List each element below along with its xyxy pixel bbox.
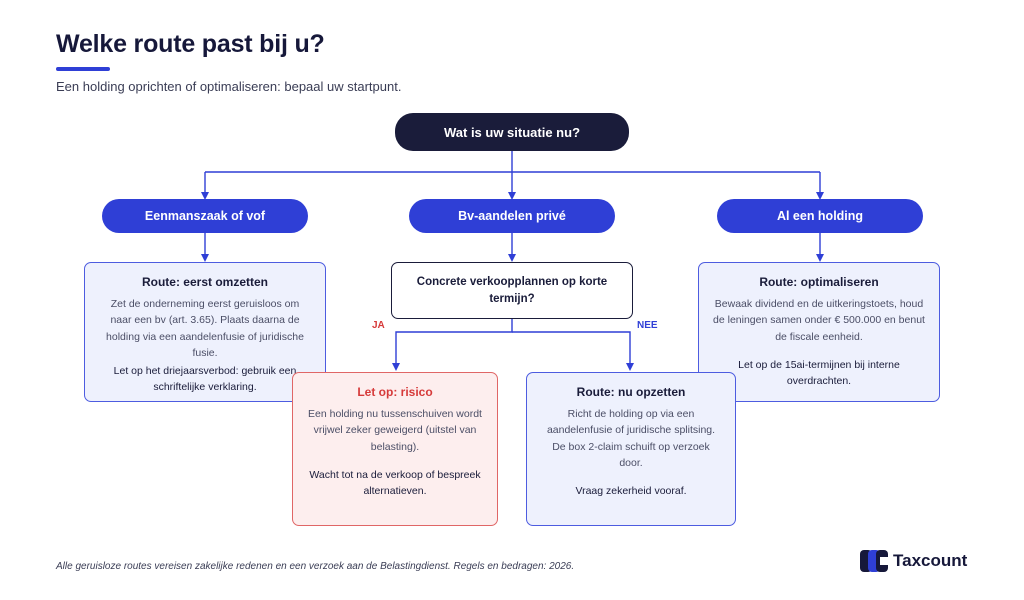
decision-question: Concrete verkoopplannen op korte termijn… <box>391 262 633 319</box>
footnote: Alle geruisloze routes vereisen zakelijk… <box>56 561 575 572</box>
route-box-nu-opzetten: Route: nu opzetten Richt de holding op v… <box>526 372 736 526</box>
decision-question-label: Concrete verkoopplannen op korte termijn… <box>416 275 608 305</box>
route-box-optimaliseren: Route: optimaliseren Bewaak dividend en … <box>698 262 940 402</box>
connector-question-to-no <box>512 331 634 371</box>
branch-label-no: NEE <box>637 320 658 331</box>
branch-pill-bv-aandelen: Bv-aandelen privé <box>409 199 615 233</box>
connector-question-split <box>392 319 513 371</box>
taxcount-logo-icon <box>860 550 888 572</box>
page-subtitle: Een holding oprichten of optimaliseren: … <box>56 79 402 94</box>
root-question-label: Wat is uw situatie nu? <box>443 124 581 140</box>
route-box-body: Bewaak dividend en de uitkeringstoets, h… <box>713 298 925 343</box>
brand-name: Taxcount <box>893 551 968 570</box>
route-box-note: Let op het driejaarsverbod: gebruik een … <box>113 365 297 394</box>
branch-pill-label: Bv-aandelen privé <box>458 209 566 223</box>
route-box-title: Route: optimaliseren <box>759 275 879 289</box>
route-box-eerst-omzetten: Route: eerst omzetten Zet de onderneming… <box>84 262 326 402</box>
route-box-note: Vraag zekerheid vooraf. <box>575 485 687 498</box>
risk-box-note: Wacht tot na de verkoop of bespreek alte… <box>309 468 481 498</box>
route-box-note: Let op de 15ai-termijnen bij interne ove… <box>738 358 900 388</box>
branch-pill-label: Al een holding <box>776 209 864 223</box>
root-question: Wat is uw situatie nu? <box>395 113 629 151</box>
title-underline <box>56 67 110 71</box>
route-box-title: Route: nu opzetten <box>576 385 686 399</box>
risk-box-title: Let op: risico <box>357 385 433 399</box>
branch-pill-holding: Al een holding <box>717 199 923 233</box>
branch-pill-label: Eenmanszaak of vof <box>144 209 266 223</box>
page-title: Welke route past bij u? <box>56 30 325 58</box>
route-box-body: Zet de onderneming eerst geruisloos om n… <box>106 298 304 359</box>
brand-logo: Taxcount <box>860 550 967 572</box>
branch-pill-eenmanszaak: Eenmanszaak of vof <box>102 199 308 233</box>
risk-box-body: Een holding nu tussenschuiven wordt vrij… <box>308 408 482 453</box>
route-box-body: Richt de holding op via een aandelenfusi… <box>546 408 716 469</box>
route-box-title: Route: eerst omzetten <box>141 275 269 289</box>
branch-label-yes: JA <box>372 320 385 331</box>
risk-box: Let op: risico Een holding nu tussenschu… <box>292 372 498 526</box>
